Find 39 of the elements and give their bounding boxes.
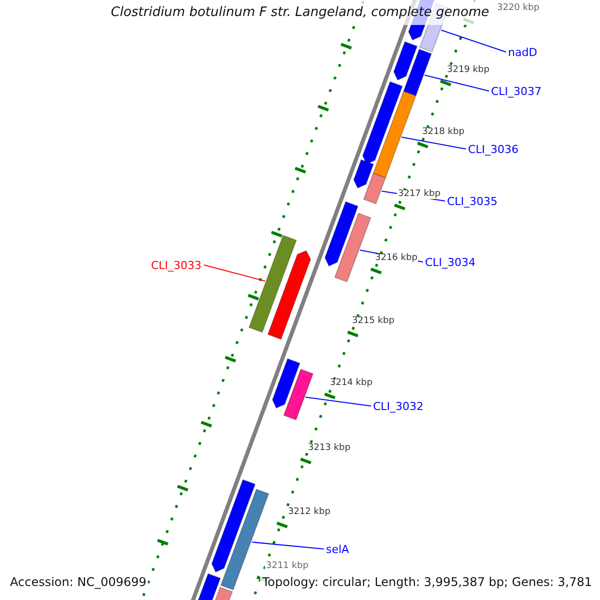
gene-label: CLI_3037 xyxy=(491,86,542,96)
leader-line xyxy=(401,136,466,150)
gene-block xyxy=(353,159,374,189)
gene-label: CLI_3032 xyxy=(373,400,424,412)
gene-block xyxy=(363,172,386,204)
gene-block xyxy=(393,41,418,81)
leader-line xyxy=(304,396,372,406)
genome-info-note: Topology: circular; Length: 3,995,387 bp; Genes: 3,781 xyxy=(260,575,594,589)
leader-line xyxy=(424,74,490,92)
gene-block xyxy=(372,90,416,178)
scale-label: 3213 kbp xyxy=(307,444,352,452)
scale-label: 3218 kbp xyxy=(421,128,466,136)
scale-label: 3211 kbp xyxy=(265,562,310,570)
scale-label: 3219 kbp xyxy=(446,66,490,74)
scale-label: 3212 kbp xyxy=(287,508,332,516)
scale-label: 3215 kbp xyxy=(351,316,396,326)
leader-line xyxy=(204,264,266,282)
gene-block xyxy=(248,234,297,333)
gene-block xyxy=(267,250,312,340)
gene-block xyxy=(283,368,314,420)
gene-label: CLI_3034 xyxy=(425,256,476,268)
gene-block xyxy=(362,81,403,165)
gene-block xyxy=(334,212,372,282)
accession-note: Accession: NC_009699 xyxy=(8,575,148,589)
leader-line xyxy=(251,542,324,550)
gene-block xyxy=(211,479,256,573)
gene-label: nadD xyxy=(508,46,538,58)
scale-label: 3216 kbp xyxy=(374,254,418,262)
gene-block xyxy=(272,358,300,409)
leader-line xyxy=(440,30,506,52)
scale-label: 3214 kbp xyxy=(329,378,374,388)
gene-label: CLI_3033 xyxy=(151,260,202,270)
scale-label: 3217 kbp xyxy=(397,190,442,198)
gene-label: CLI_3035 xyxy=(447,196,498,206)
gene-label: CLI_3036 xyxy=(468,144,519,154)
scale-label: 3220 kbp xyxy=(496,4,540,12)
gene-block xyxy=(324,201,359,267)
gene-label: selA xyxy=(326,544,350,554)
gene-block xyxy=(402,48,432,96)
